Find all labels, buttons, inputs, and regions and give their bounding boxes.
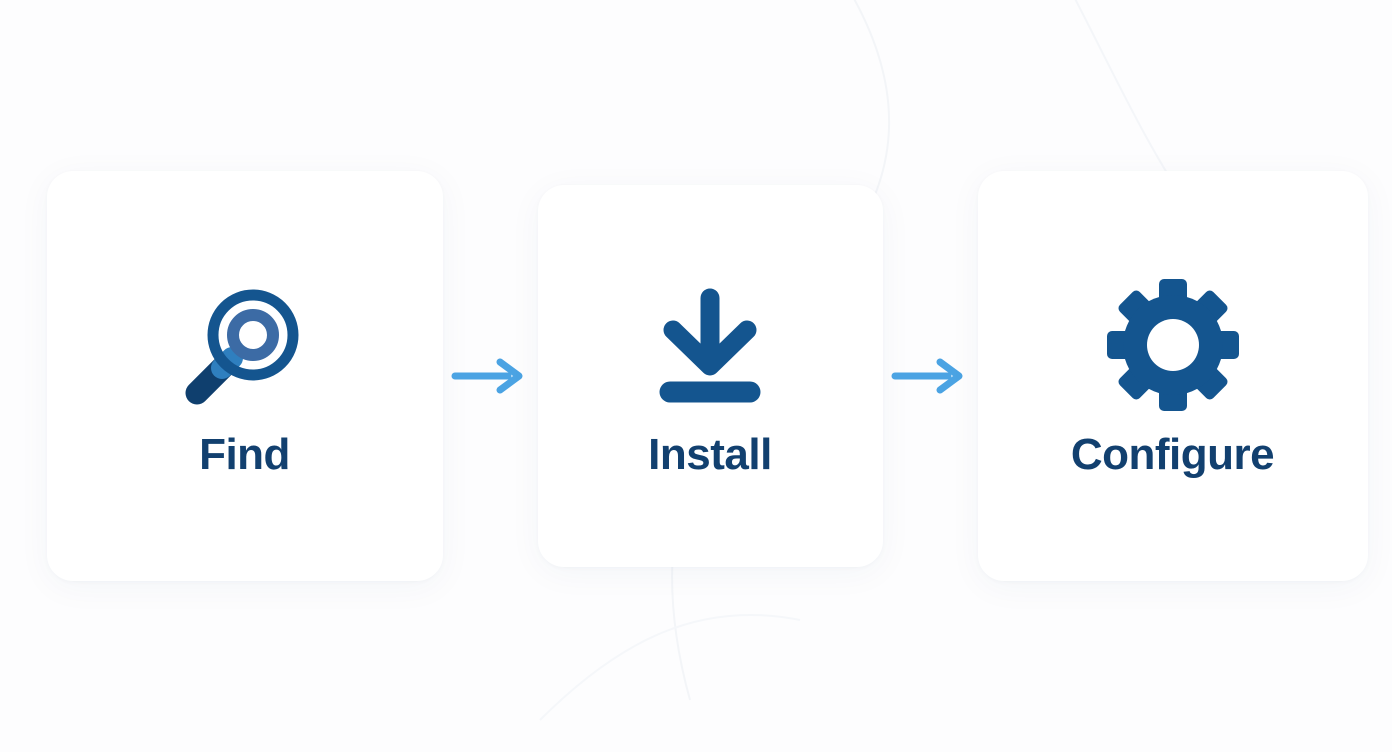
gear-icon <box>1103 275 1243 415</box>
connector-find-to-install <box>443 356 538 396</box>
step-label-configure: Configure <box>1070 430 1275 479</box>
download-arrow-icon <box>645 275 775 415</box>
step-card-configure[interactable]: Configure <box>977 171 1368 581</box>
connector-install-to-configure <box>883 356 978 396</box>
step-card-install[interactable]: Install <box>537 185 883 567</box>
step-flow: Find Install <box>0 171 1392 581</box>
magnifier-icon <box>180 275 310 415</box>
arrow-right-icon <box>451 358 523 394</box>
step-label-find: Find <box>199 430 290 479</box>
step-card-find[interactable]: Find <box>46 171 443 581</box>
step-label-install: Install <box>648 430 772 479</box>
arrow-right-icon <box>891 358 963 394</box>
